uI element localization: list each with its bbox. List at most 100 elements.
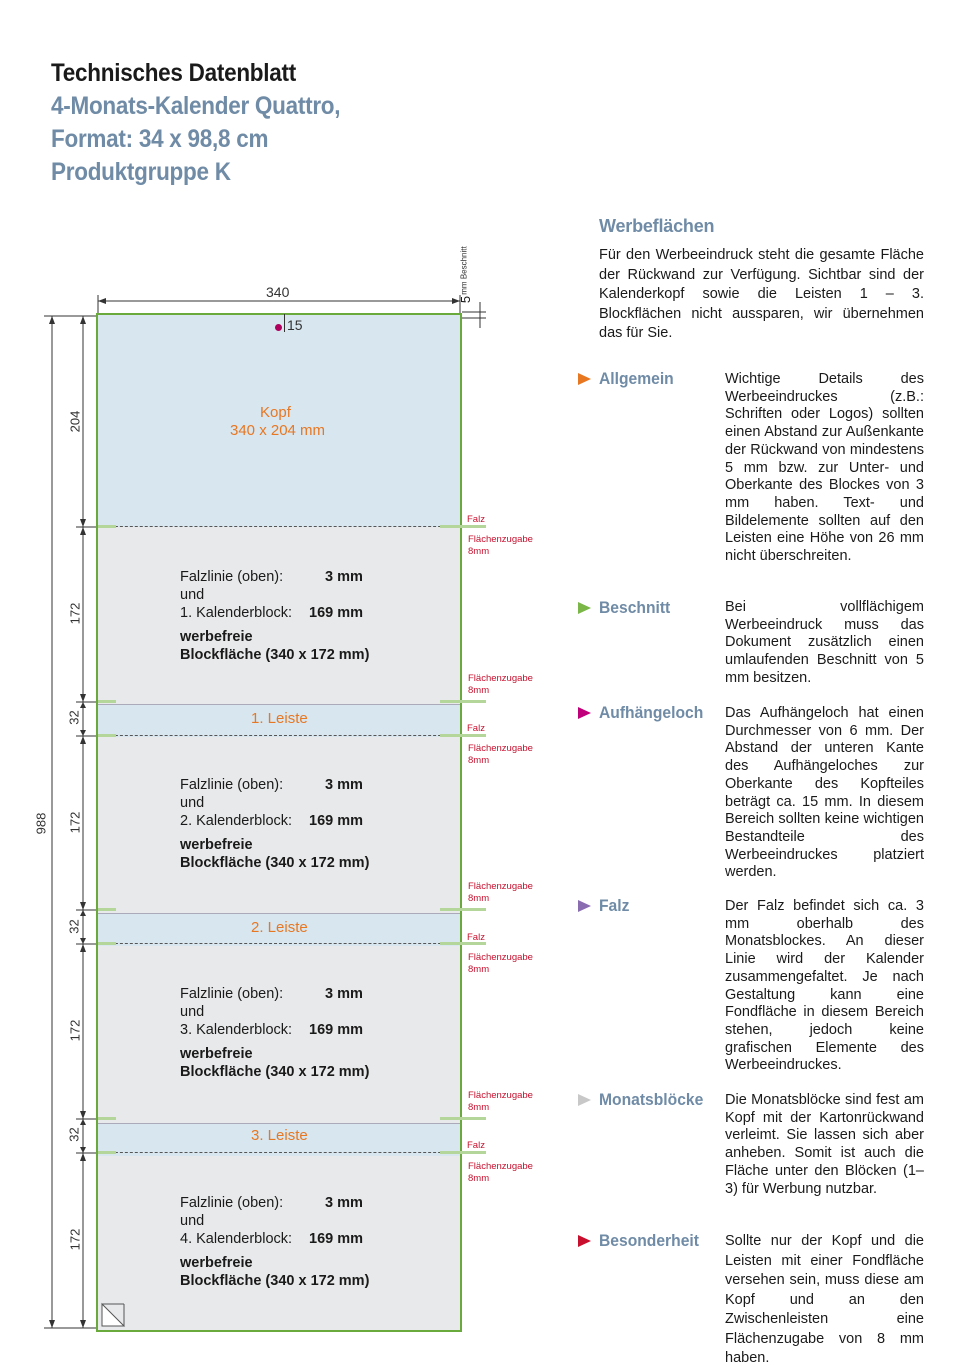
dim-leiste2: 32	[66, 919, 82, 934]
zugabe-line1: Flächenzugabe	[468, 881, 533, 892]
zugabe-line1: Flächenzugabe	[468, 1090, 533, 1101]
falz-label: Falzlinie (oben):	[180, 569, 284, 585]
zugabe-tick	[98, 942, 116, 945]
arrow-icon	[578, 707, 591, 719]
zugabe-line1: Flächenzugabe	[468, 534, 533, 545]
zugabe-tick	[98, 734, 116, 737]
product-format: Format: 34 x 98,8 cm	[51, 125, 269, 153]
zugabe-tick	[98, 1151, 116, 1154]
fold-line-3	[100, 943, 456, 944]
falz-value: 3 mm	[325, 1195, 363, 1211]
dim-leiste3: 32	[66, 1127, 82, 1142]
falz-annotation: Falz	[467, 932, 485, 943]
zugabe-tick	[440, 700, 486, 703]
arrow-icon	[578, 1235, 591, 1247]
item-text-falz: Der Falz befindet sich ca. 3 mm oberhalb…	[725, 898, 924, 1074]
item-text-besonderheit: Sollte nur der Kopf und die Leisten mit …	[725, 1233, 924, 1366]
item-label: Beschnitt	[599, 598, 671, 617]
fold-line-2	[100, 735, 456, 736]
item-text-monatsbloecke: Die Monatsblöcke sind fest am Kopf mit d…	[725, 1092, 924, 1197]
corner-fold-icon	[101, 1302, 126, 1327]
dim-block1: 172	[67, 602, 83, 625]
und-text: und	[180, 587, 205, 603]
dim-block4: 172	[67, 1228, 83, 1251]
item-label: Allgemein	[599, 369, 674, 388]
zugabe-line2: 8mm	[468, 685, 490, 696]
block-area-2	[98, 737, 460, 913]
falz-label: Falzlinie (oben):	[180, 1195, 284, 1211]
block-area-1	[98, 527, 460, 704]
falz-label: Falzlinie (oben):	[180, 777, 284, 793]
kalenderblock-label: 3. Kalenderblock:	[180, 1022, 293, 1038]
zugabe-line2: 8mm	[468, 755, 490, 766]
arrow-icon	[578, 900, 591, 912]
beschnitt-number: 5	[458, 295, 474, 304]
blockflaeche-label: Blockfläche (340 x 172 mm)	[180, 1273, 370, 1289]
falz-value: 3 mm	[325, 569, 363, 585]
zugabe-tick	[98, 1117, 116, 1120]
width-dimension-line	[44, 295, 486, 1329]
fold-line-1	[100, 526, 456, 527]
product-name: 4-Monats-Kalender Quattro,	[51, 92, 341, 120]
kopf-size: 340 x 204 mm	[230, 422, 326, 439]
zugabe-line2: 8mm	[468, 893, 490, 904]
beschnitt-label: mm Beschnitt	[459, 246, 469, 295]
fold-line-4	[100, 1152, 456, 1153]
arrow-icon	[578, 1094, 591, 1106]
product-group: Produktgruppe K	[51, 158, 231, 186]
und-text: und	[180, 795, 205, 811]
dim-leiste1: 32	[66, 710, 82, 725]
kopf-label: Kopf	[260, 404, 291, 421]
zugabe-line2: 8mm	[468, 1173, 490, 1184]
arrow-icon	[578, 373, 591, 385]
hole-offset-label: 15	[287, 317, 303, 333]
item-label: Aufhängeloch	[599, 703, 704, 722]
zugabe-line1: Flächenzugabe	[468, 743, 533, 754]
werbefrei-label: werbefreie	[180, 1046, 253, 1062]
kalenderblock-value: 169 mm	[309, 1231, 364, 1247]
falz-value: 3 mm	[325, 777, 363, 793]
arrow-icon	[578, 602, 591, 614]
block-info-1: Falzlinie (oben):3 mm und 1. Kalenderblo…	[180, 568, 369, 664]
zugabe-line2: 8mm	[468, 546, 490, 557]
item-text-allgemein: Wichtige Details des Werbeeindruckes (z.…	[725, 371, 924, 565]
falz-annotation: Falz	[467, 723, 485, 734]
und-text: und	[180, 1213, 205, 1229]
calendar-diagram: 340	[33, 246, 533, 1332]
zugabe-tick	[440, 908, 486, 911]
item-label: Besonderheit	[599, 1231, 699, 1250]
werbefrei-label: werbefreie	[180, 837, 253, 853]
falz-value: 3 mm	[325, 986, 363, 1002]
zugabe-line1: Flächenzugabe	[468, 952, 533, 963]
title-block: Technisches Datenblatt 4-Monats-Kalender…	[51, 57, 372, 189]
dim-kopf: 204	[67, 410, 83, 433]
werbeflaechen-heading: Werbeflächen	[599, 216, 715, 236]
blockflaeche-label: Blockfläche (340 x 172 mm)	[180, 647, 370, 663]
kopf-area	[98, 315, 460, 527]
werbefrei-label: werbefreie	[180, 629, 253, 645]
block-info-4: Falzlinie (oben): 3 mm und 4. Kalenderblo…	[180, 1194, 369, 1290]
item-label: Monatsblöcke	[599, 1090, 704, 1109]
kalenderblock-label: 4. Kalenderblock:	[180, 1231, 293, 1247]
dim-block2: 172	[67, 811, 83, 834]
falz-annotation: Falz	[467, 514, 485, 525]
leiste-label-1: 1. Leiste	[251, 710, 308, 727]
falz-label: Falzlinie (oben):	[180, 986, 284, 1002]
leiste-area-1	[98, 704, 460, 739]
blockflaeche-label: Blockfläche (340 x 172 mm)	[180, 855, 370, 871]
zugabe-tick	[98, 908, 116, 911]
zugabe-tick	[440, 525, 486, 528]
kalenderblock-value: 169 mm	[309, 1022, 364, 1038]
kalenderblock-value: 169 mm	[309, 813, 364, 829]
zugabe-tick	[440, 734, 486, 737]
und-text: und	[180, 1004, 205, 1020]
width-label: 340	[266, 284, 290, 300]
werbefrei-label: werbefreie	[180, 1255, 253, 1271]
calendar-panel	[96, 313, 462, 1332]
block-info-3: Falzlinie (oben): 3 mm und 3. Kalenderblo…	[180, 985, 369, 1081]
